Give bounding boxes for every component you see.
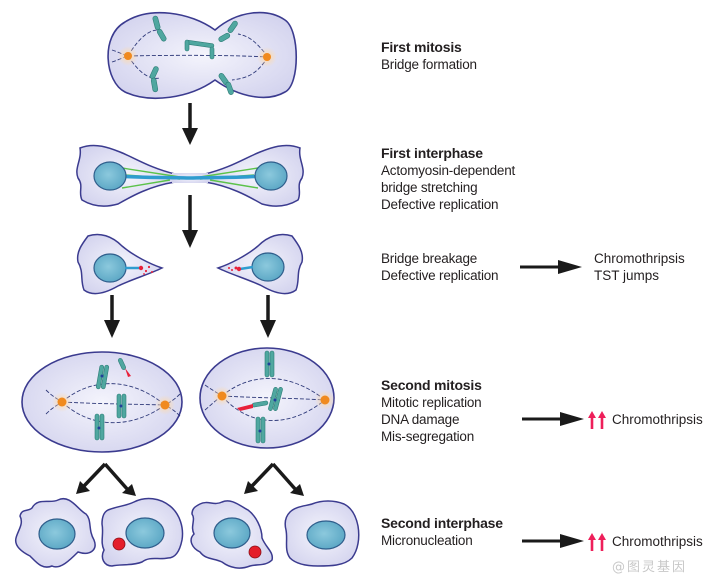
stage-line: Mis-segregation — [381, 429, 475, 444]
chromosomes — [251, 350, 283, 444]
stage-line: DNA damage — [381, 412, 460, 427]
stage-label-second-mitosis: Second mitosis Mitotic replication DNA d… — [381, 377, 482, 445]
stage-title: Second mitosis — [381, 377, 482, 393]
centrosome-icon — [160, 400, 170, 410]
arrow-right-icon — [558, 260, 582, 274]
stage-line: bridge stretching — [381, 180, 478, 195]
damaged-chromosome — [237, 404, 253, 411]
micronucleus-icon — [112, 537, 126, 551]
second-mitosis-cell-right — [199, 347, 335, 449]
second-mitosis-cell-left — [21, 351, 183, 453]
stage-line: Micronucleation — [381, 533, 473, 548]
first-interphase-cells — [76, 144, 304, 207]
centrosome-icon — [217, 391, 227, 401]
stage-line: Bridge breakage — [381, 251, 478, 266]
nucleus — [93, 253, 127, 283]
nucleus — [213, 517, 251, 549]
arrow-right-icon — [560, 534, 584, 548]
dna-fragments — [138, 265, 242, 275]
centrosome-icon — [124, 52, 132, 60]
centrosome-icon — [320, 395, 330, 405]
outcome-bridge-breakage: Chromothripsis TST jumps — [594, 250, 685, 284]
watermark: @图灵基因 — [612, 560, 688, 575]
first-mitosis-cell — [107, 11, 298, 99]
arrow-head — [182, 230, 198, 248]
chromatin-bridge — [117, 174, 263, 180]
nucleus — [251, 252, 285, 282]
second-interphase-cells — [14, 497, 360, 569]
arrow-head — [260, 320, 276, 338]
arrow-head — [104, 320, 120, 338]
nucleus — [38, 518, 76, 550]
nucleus — [306, 520, 346, 550]
chromosomes — [149, 15, 238, 95]
stage-title: Second interphase — [381, 515, 503, 531]
arrow-head — [182, 128, 198, 145]
stage-line: Defective replication — [381, 268, 499, 283]
outcome-line: TST jumps — [594, 268, 660, 283]
stage-line: Actomyosin-dependent — [381, 163, 516, 178]
cell-membrane — [21, 351, 183, 453]
stage-title: First mitosis — [381, 39, 462, 55]
stage-line: Mitotic replication — [381, 395, 482, 410]
stage-label-second-interphase: Second interphase Micronucleation — [381, 515, 503, 549]
double-up-arrow-icon — [588, 533, 606, 551]
outcome-arrows — [520, 260, 584, 548]
split-arrow-left — [82, 462, 130, 492]
outcome-second-mitosis: Chromothripsis — [612, 412, 703, 427]
chromosomes — [94, 358, 127, 441]
stage-label-first-mitosis: First mitosis Bridge formation — [381, 39, 477, 73]
nucleus — [125, 517, 165, 549]
centrosome-icon — [263, 53, 271, 61]
bridge-breakage-cells — [76, 233, 304, 295]
stage-line: Bridge formation — [381, 57, 477, 72]
stage-label-first-interphase: First interphase Actomyosin-dependent br… — [381, 145, 515, 213]
outcome-line: Chromothripsis — [594, 251, 685, 266]
stage-title: First interphase — [381, 145, 483, 161]
centrosome-icon — [57, 397, 67, 407]
damaged-chromosome — [125, 368, 131, 377]
broken-bridge — [239, 265, 254, 271]
nucleus — [93, 161, 127, 191]
split-arrow-right — [250, 462, 298, 492]
stage-line: Defective replication — [381, 197, 499, 212]
arrow-right-icon — [560, 412, 584, 426]
stage-label-bridge-breakage: Bridge breakage Defective replication — [381, 250, 499, 284]
micronucleus-icon — [248, 545, 262, 559]
nucleus — [254, 161, 288, 191]
double-up-arrow-icon — [588, 411, 606, 429]
outcome-second-interphase: Chromothripsis — [612, 534, 703, 549]
